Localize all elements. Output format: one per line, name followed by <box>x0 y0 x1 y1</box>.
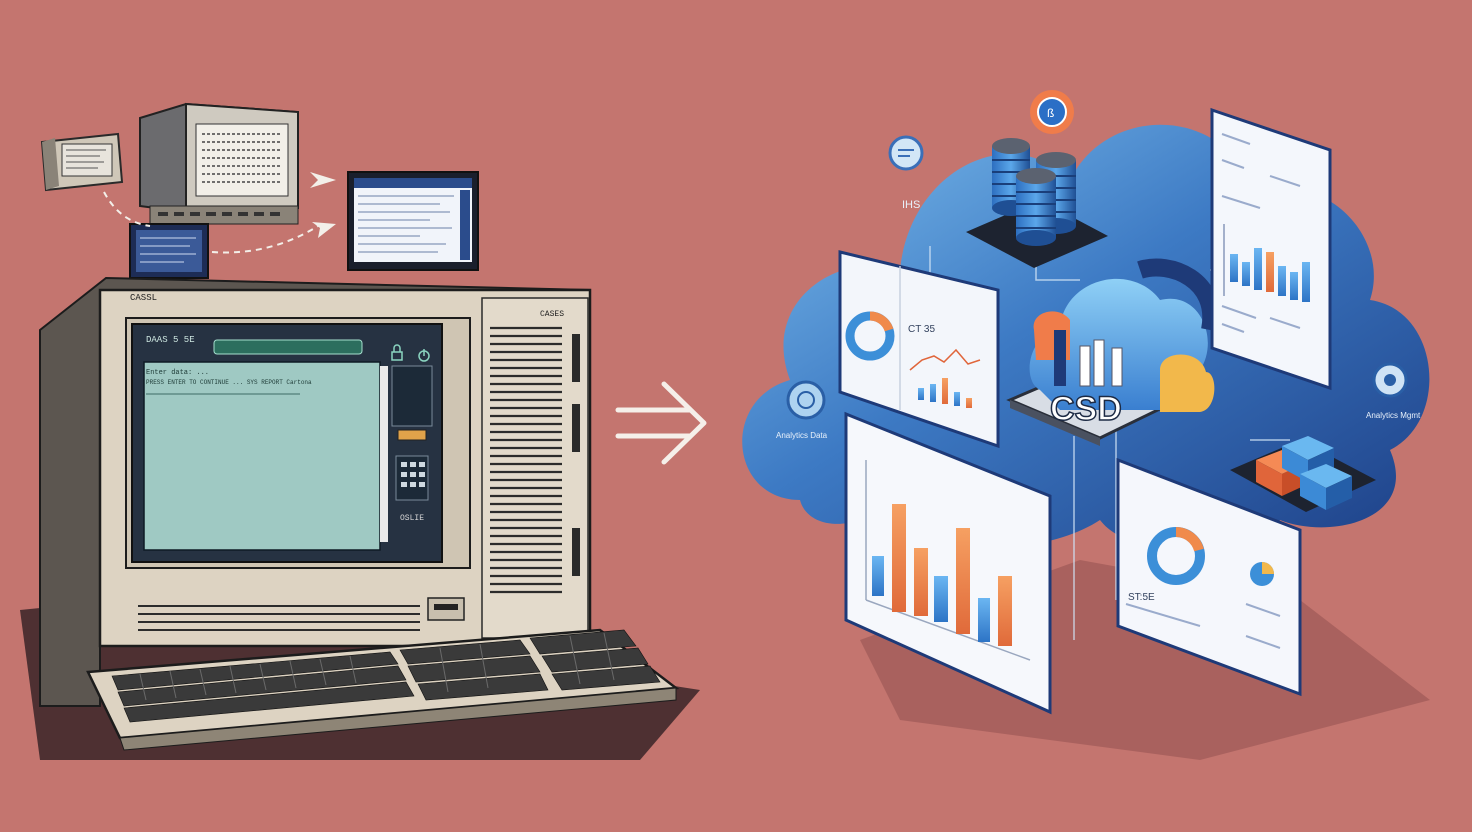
panel-footer: OSLIE <box>400 514 424 523</box>
screen-header: DAAS 5 5E <box>146 335 195 345</box>
case-label-right: CASES <box>540 310 564 319</box>
retro-keyboard <box>86 628 680 751</box>
bar-chart-icon <box>872 504 1012 646</box>
floating-monitor-small <box>40 132 124 192</box>
line-chart-icon <box>909 348 981 371</box>
database-icon <box>966 138 1108 268</box>
cloud-center-text: CSD <box>1050 390 1122 428</box>
left-node-label: Analytics Data <box>776 431 828 440</box>
arrow-icon <box>310 172 336 238</box>
node-icon <box>888 135 924 171</box>
orange-node-icon: ß <box>1030 90 1074 134</box>
analytics-node-icon <box>786 380 826 420</box>
dashboard-panel-top-right <box>1210 107 1332 391</box>
settings-node-icon <box>1372 362 1408 398</box>
floating-monitor-blue <box>129 223 209 279</box>
screen-status-line: Enter data: ... <box>146 369 209 377</box>
power-icon <box>418 349 430 362</box>
cloud-small-label: IHS <box>902 199 920 211</box>
screen-display <box>143 361 381 551</box>
dashboard-panel-bottom-right <box>1116 457 1302 697</box>
right-node-label: Analytics Mgmt <box>1366 411 1421 420</box>
dashboard-panel-bottom-left <box>844 411 1052 715</box>
transition-arrow-icon <box>615 381 707 465</box>
screen-message: PRESS ENTER TO CONTINUE ... SYS REPORT C… <box>146 379 312 386</box>
panel-bottom-label: ST:5E <box>1128 592 1155 603</box>
floating-monitor-crt <box>139 102 299 225</box>
case-label-left: CASSL <box>130 293 157 303</box>
dashboard-panel-left <box>838 250 1000 449</box>
donut-chart-icon <box>1147 527 1274 586</box>
cloud-logo-platform <box>1006 258 1221 446</box>
cube-icon <box>1230 436 1376 512</box>
floating-monitor-modern <box>347 171 479 271</box>
lock-icon <box>391 344 403 361</box>
svg-text:ß: ß <box>1047 106 1054 120</box>
panel-mid-title: CT 35 <box>908 324 935 335</box>
screen-command-bar <box>213 339 363 355</box>
flow-arrows <box>103 191 319 254</box>
screen-scrollbar[interactable] <box>380 366 388 542</box>
screen-side-panel <box>391 365 433 501</box>
bar-chart-icon <box>1223 224 1310 302</box>
donut-chart-icon <box>845 311 895 361</box>
